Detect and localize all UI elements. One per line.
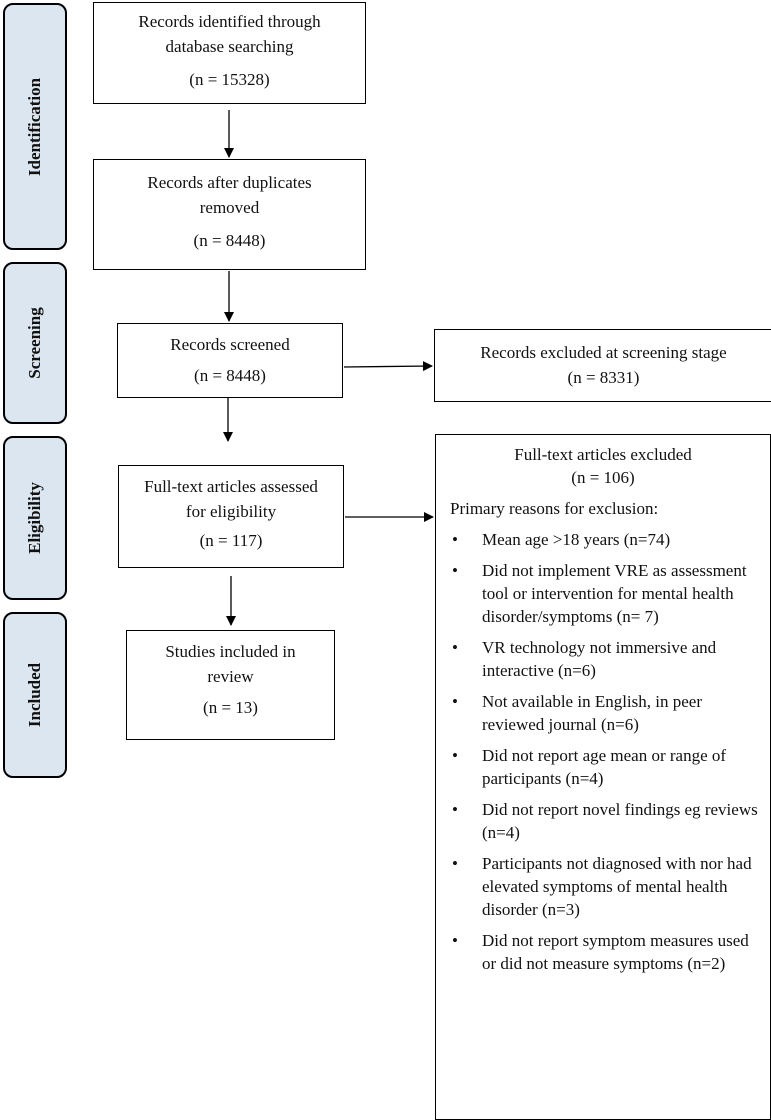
exclusion-reason: •Mean age >18 years (n=74) xyxy=(452,530,671,549)
box-fulltext-assessed: Full-text articles assessed for eligibil… xyxy=(118,465,344,568)
box-records-deduplicated-count: (n = 8448) xyxy=(193,231,266,250)
exclusion-reason: •Did not report novel findings eg review… xyxy=(452,800,758,842)
box-records-identified-count: (n = 15328) xyxy=(189,70,270,89)
fulltext-excluded-title: Full-text articles excluded xyxy=(514,445,692,464)
box-excluded-screening: Records excluded at screening stage (n =… xyxy=(434,329,771,402)
box-studies-included: Studies included in review (n = 13) xyxy=(126,630,335,740)
phase-eligibility: Eligibility xyxy=(3,436,67,600)
exclusion-reasons-list: •Mean age >18 years (n=74) •Did not impl… xyxy=(436,528,770,975)
phase-identification: Identification xyxy=(3,3,67,250)
box-fulltext-assessed-text: Full-text articles assessed for eligibil… xyxy=(144,477,318,521)
exclusion-reason: •Participants not diagnosed with nor had… xyxy=(452,854,752,919)
exclusion-reason: •VR technology not immersive and interac… xyxy=(452,638,717,680)
box-records-screened-text: Records screened xyxy=(170,335,290,354)
box-fulltext-assessed-count: (n = 117) xyxy=(199,531,263,550)
exclusion-reason: •Did not report age mean or range of par… xyxy=(452,746,727,788)
box-studies-included-count: (n = 13) xyxy=(203,698,258,717)
box-excluded-screening-text: Records excluded at screening stage (n =… xyxy=(480,343,727,387)
box-records-identified: Records identified through database sear… xyxy=(93,2,366,104)
phase-screening: Screening xyxy=(3,262,67,424)
box-records-screened: Records screened (n = 8448) xyxy=(117,323,343,398)
exclusion-reasons-title: Primary reasons for exclusion: xyxy=(450,499,659,518)
fulltext-excluded-count: (n = 106) xyxy=(571,468,635,487)
box-studies-included-text: Studies included in review xyxy=(165,642,296,686)
exclusion-reason: •Did not report symptom measures used or… xyxy=(452,931,749,973)
box-records-deduplicated: Records after duplicates removed (n = 84… xyxy=(93,159,366,270)
exclusion-reason: •Not available in English, in peer revie… xyxy=(452,692,702,734)
arrow-screened-to-excluded xyxy=(343,361,433,372)
box-records-identified-text: Records identified through database sear… xyxy=(138,12,321,56)
exclusion-reason: •Did not implement VRE as assessment too… xyxy=(452,561,747,626)
phase-included: Included xyxy=(3,612,67,778)
box-fulltext-excluded: Full-text articles excluded (n = 106) Pr… xyxy=(435,434,771,1120)
box-records-deduplicated-text: Records after duplicates removed xyxy=(147,173,312,217)
box-records-screened-count: (n = 8448) xyxy=(194,366,266,385)
